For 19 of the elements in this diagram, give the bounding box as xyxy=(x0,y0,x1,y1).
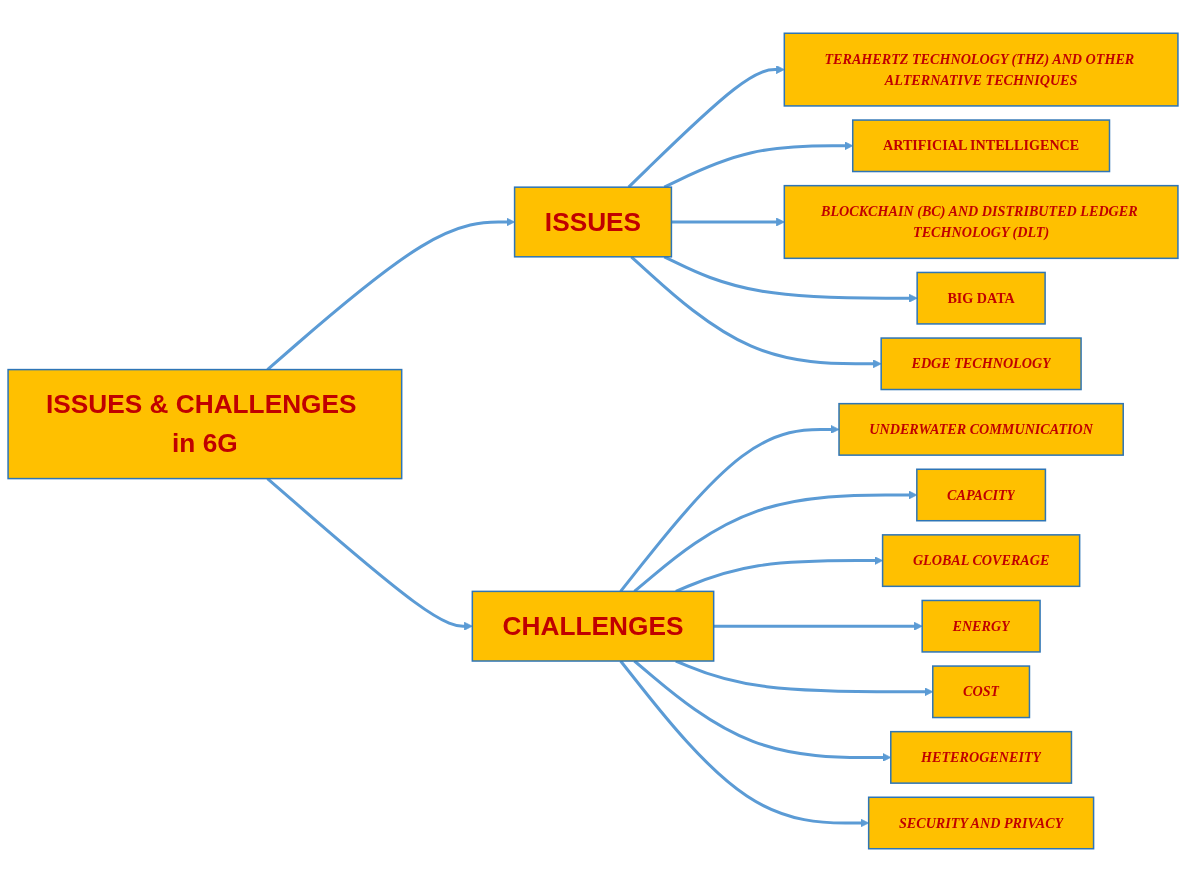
arrow xyxy=(619,424,840,593)
arrow xyxy=(266,477,473,631)
arrow xyxy=(675,556,883,593)
node-box: BIG DATA xyxy=(916,271,1046,325)
arrow xyxy=(671,217,785,227)
arrow xyxy=(627,65,785,189)
node-box: GLOBAL COVERAGE xyxy=(881,534,1081,588)
arrow xyxy=(630,255,882,369)
node-box: UNDERWATER COMMUNICATION xyxy=(838,402,1124,456)
arrow xyxy=(663,255,918,303)
node-box: COST xyxy=(932,665,1031,719)
node-box: ISSUES xyxy=(513,186,673,258)
node-box: ARTIFICIAL INTELLIGENCE xyxy=(852,119,1111,173)
arrow xyxy=(713,621,923,631)
node-box: BLOCKCHAIN (BC) AND DISTRIBUTED LEDGER TECHNOLOGY (DLT) xyxy=(783,184,1179,260)
node-box: CHALLENGES xyxy=(471,590,715,662)
node-box: TERAHERTZ TECHNOLOGY (THZ) AND OTHER ALTERNATIVE TECHNIQUES xyxy=(783,32,1179,107)
node-box: ISSUES & CHALLENGES in 6G xyxy=(7,368,403,480)
arrow xyxy=(266,217,515,371)
